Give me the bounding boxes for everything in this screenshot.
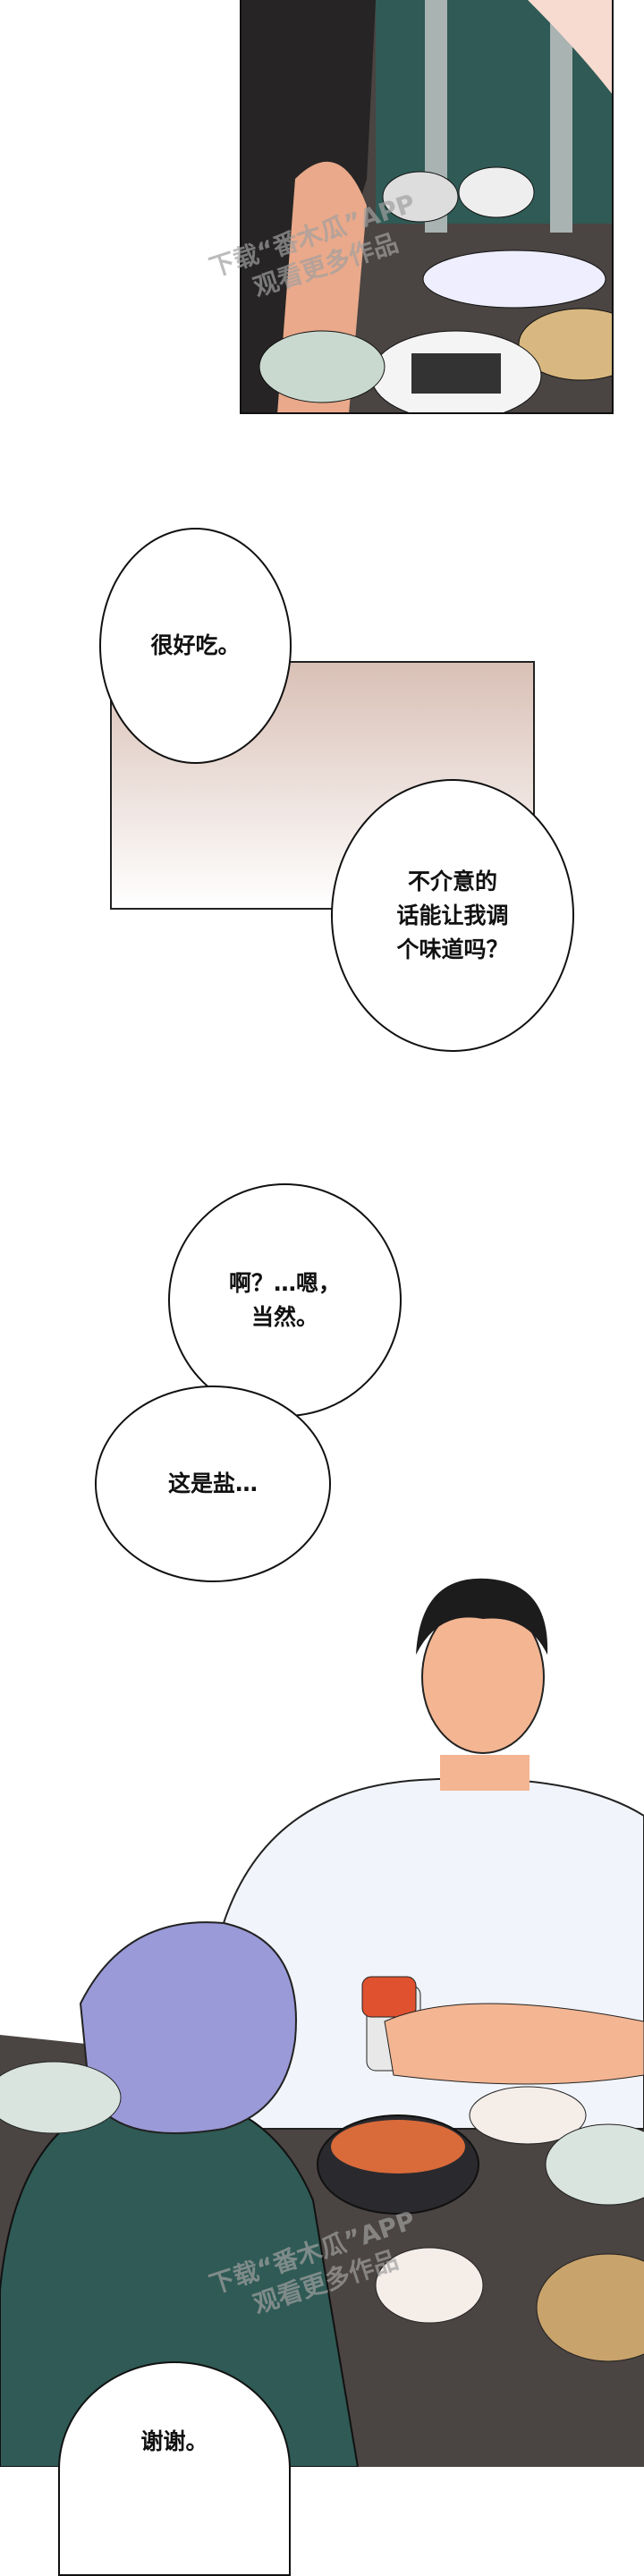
speech-bubble: 很好吃。 <box>99 528 292 764</box>
salt-scene-illustration <box>0 1521 644 2467</box>
bottom-panel-dinner-scene <box>0 1521 644 2467</box>
top-panel-dinner-scene <box>240 0 614 414</box>
speech-bubble: 啊？…嗯， 当然。 <box>168 1183 402 1417</box>
speech-bubble: 不介意的 话能让我调 个味道吗？ <box>331 779 574 1052</box>
dinner-scene-illustration <box>242 0 612 412</box>
speech-bubble: 这是盐… <box>95 1385 331 1582</box>
speech-bubble: 谢谢。 <box>58 2361 291 2576</box>
